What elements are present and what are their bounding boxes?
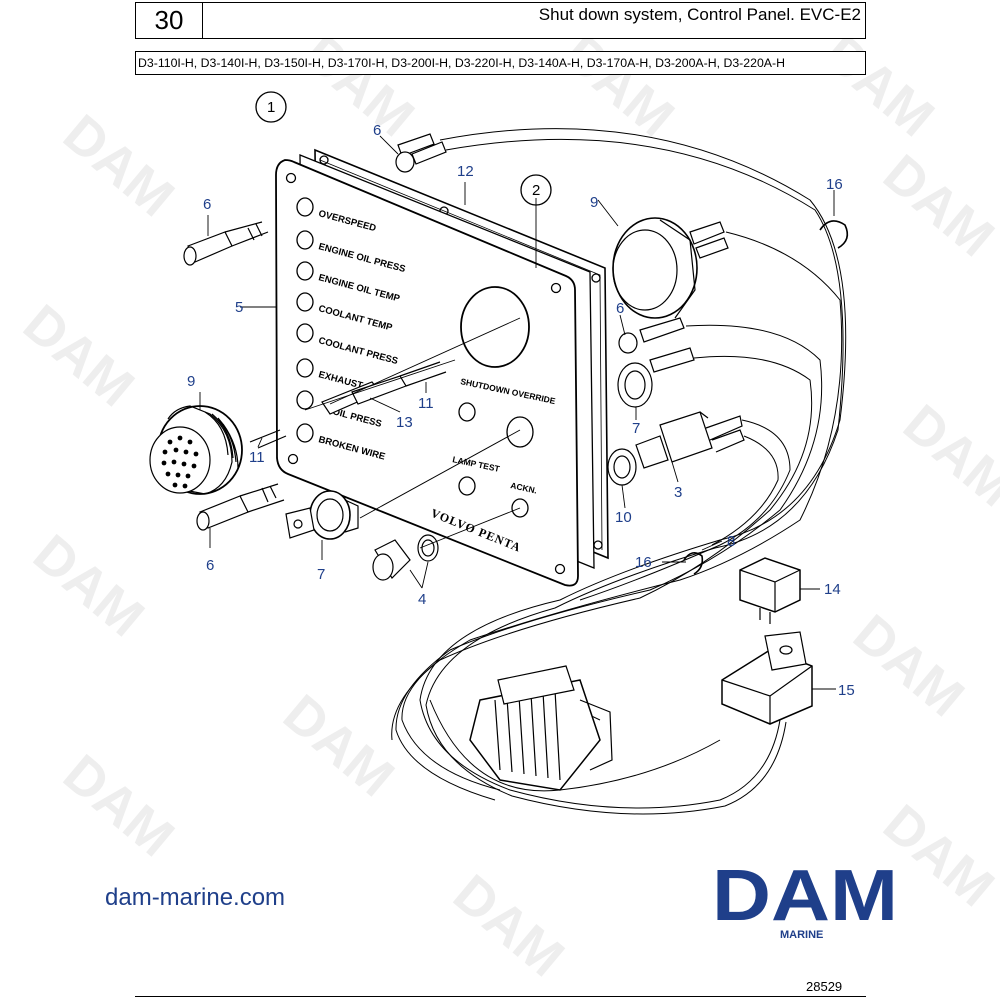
cable-tie-upper (819, 220, 849, 249)
dam-logo: DAM (712, 862, 898, 930)
callout-7-right: 7 (632, 420, 640, 437)
footer-rule (135, 996, 866, 997)
watermark: DAM (272, 683, 405, 808)
callout-1: 1 (267, 99, 275, 116)
callout-15: 15 (838, 682, 855, 699)
watermark: DAM (872, 143, 1000, 268)
indicator-holes (296, 197, 314, 443)
callout-6-top: 6 (373, 122, 381, 139)
header-models-row: D3-110I-H, D3-140I-H, D3-150I-H, D3-170I… (135, 51, 866, 75)
callout-9-right: 9 (590, 194, 598, 211)
watermark: DAM (812, 23, 945, 148)
watermark: DAM (552, 23, 685, 148)
callout-14: 14 (824, 581, 841, 598)
callout-9-left: 9 (187, 373, 195, 390)
front-panel (275, 159, 579, 587)
callout-5: 5 (235, 299, 243, 316)
relay (739, 557, 801, 624)
lamp-holder-left-top (183, 221, 269, 266)
callout-11-right: 11 (418, 395, 434, 412)
callout-13: 13 (396, 414, 413, 431)
watermark: DAM (52, 103, 185, 228)
nut-10 (607, 448, 637, 486)
push-button (372, 534, 439, 581)
dam-logo-subtitle: MARINE (780, 929, 824, 941)
page-title: Shut down system, Control Panel. EVC-E2 (538, 5, 861, 24)
watermark: DAM (842, 603, 975, 728)
lamp-holder-left-bottom (196, 483, 285, 531)
callout-16-lower: 16 (635, 554, 652, 571)
cable-tie-lower (683, 552, 704, 575)
relay-socket (721, 631, 813, 725)
callout-7-bottom: 7 (317, 566, 325, 583)
callout-2: 2 (532, 182, 540, 199)
leader-lines (199, 135, 836, 690)
callout-3: 3 (674, 484, 682, 501)
callout-10: 10 (615, 509, 632, 526)
gauge-nut (612, 217, 698, 319)
callout-circle-1 (255, 91, 287, 123)
watermark: DAM (442, 863, 575, 988)
callout-11-left: 11 (249, 449, 265, 466)
engine-models: D3-110I-H, D3-140I-H, D3-150I-H, D3-170I… (138, 56, 785, 70)
website-link[interactable]: dam-marine.com (105, 884, 286, 911)
bulb-socket-right (618, 332, 638, 354)
watermark: DAM (22, 523, 155, 648)
terminal-block (469, 665, 613, 791)
page-number: 30 (136, 3, 203, 38)
watermark: DAM (292, 23, 425, 148)
watermark: DAM (12, 293, 145, 418)
callout-12: 12 (457, 163, 474, 180)
watermark: DAM (892, 393, 1000, 518)
callout-4: 4 (418, 591, 426, 608)
callout-6-bottom: 6 (206, 557, 214, 574)
nut-right (617, 362, 653, 408)
gauge-hole (460, 286, 530, 368)
callout-8: 8 (727, 533, 735, 550)
callouts: 1 2 3 4 5 6 6 6 6 7 7 8 9 9 10 11 11 12 … (187, 99, 855, 699)
callout-16-upper: 16 (826, 176, 843, 193)
drawing-number: 28529 (806, 979, 843, 994)
callout-circle-2 (520, 174, 552, 206)
callout-6-right: 6 (616, 300, 624, 317)
buzzer (149, 405, 243, 495)
callout-6-left: 6 (203, 196, 211, 213)
header-title-row: 30 Shut down system, Control Panel. EVC-… (135, 2, 866, 39)
dam-logo-text: DAM (712, 862, 898, 930)
key-switch (285, 490, 359, 540)
watermark: DAM (52, 743, 185, 868)
toggle-switch (635, 411, 745, 469)
